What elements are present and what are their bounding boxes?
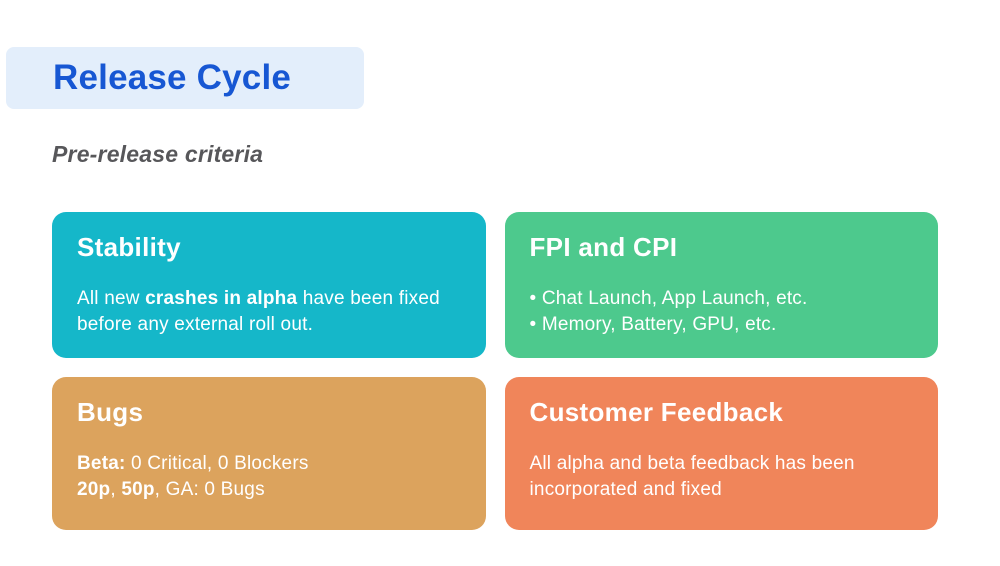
body-text: 0 Critical, 0 Blockers — [125, 453, 309, 474]
card-customer-feedback: Customer Feedback All alpha and beta fee… — [504, 377, 938, 530]
customer-feedback-card-title: Customer Feedback — [529, 397, 784, 427]
bullet-item: • Memory, Battery, GPU, etc. — [529, 314, 777, 335]
page-title: Release Cycle — [53, 58, 292, 97]
body-text: , — [110, 479, 122, 500]
body-text: , GA: 0 Bugs — [154, 479, 265, 500]
card-fpi-cpi: FPI and CPI • Chat Launch, App Launch, e… — [504, 212, 938, 358]
body-text-bold: 50p — [121, 479, 155, 500]
stability-card-title: Stability — [77, 232, 181, 262]
body-text-bold: Beta: — [77, 453, 126, 474]
body-text-bold: crashes in alpha — [145, 288, 298, 309]
card-stability: Stability All new crashes in alpha have … — [52, 212, 486, 358]
card-bugs: Bugs Beta: 0 Critical, 0 Blockers 20p, 50… — [52, 377, 486, 530]
criteria-grid: Stability All new crashes in alpha have … — [52, 212, 938, 530]
bugs-card-body: Beta: 0 Critical, 0 Blockers 20p, 50p, GA… — [77, 451, 461, 503]
stability-card-body: All new crashes in alpha have been fixed… — [77, 286, 461, 338]
subtitle: Pre-release criteria — [52, 141, 264, 167]
body-text: All new — [77, 288, 146, 309]
customer-feedback-card-body: All alpha and beta feedback has been inc… — [529, 453, 855, 500]
fpi-cpi-card-title: FPI and CPI — [529, 232, 678, 262]
fpi-cpi-card-body: • Chat Launch, App Launch, etc. • Memory,… — [530, 286, 914, 338]
bugs-card-title: Bugs — [77, 397, 144, 427]
title-highlight: Release Cycle — [6, 47, 364, 109]
body-text: have been fixed before any external roll… — [77, 288, 440, 335]
body-text-bold: 20p — [77, 479, 111, 500]
bullet-item: • Chat Launch, App Launch, etc. — [529, 288, 808, 309]
